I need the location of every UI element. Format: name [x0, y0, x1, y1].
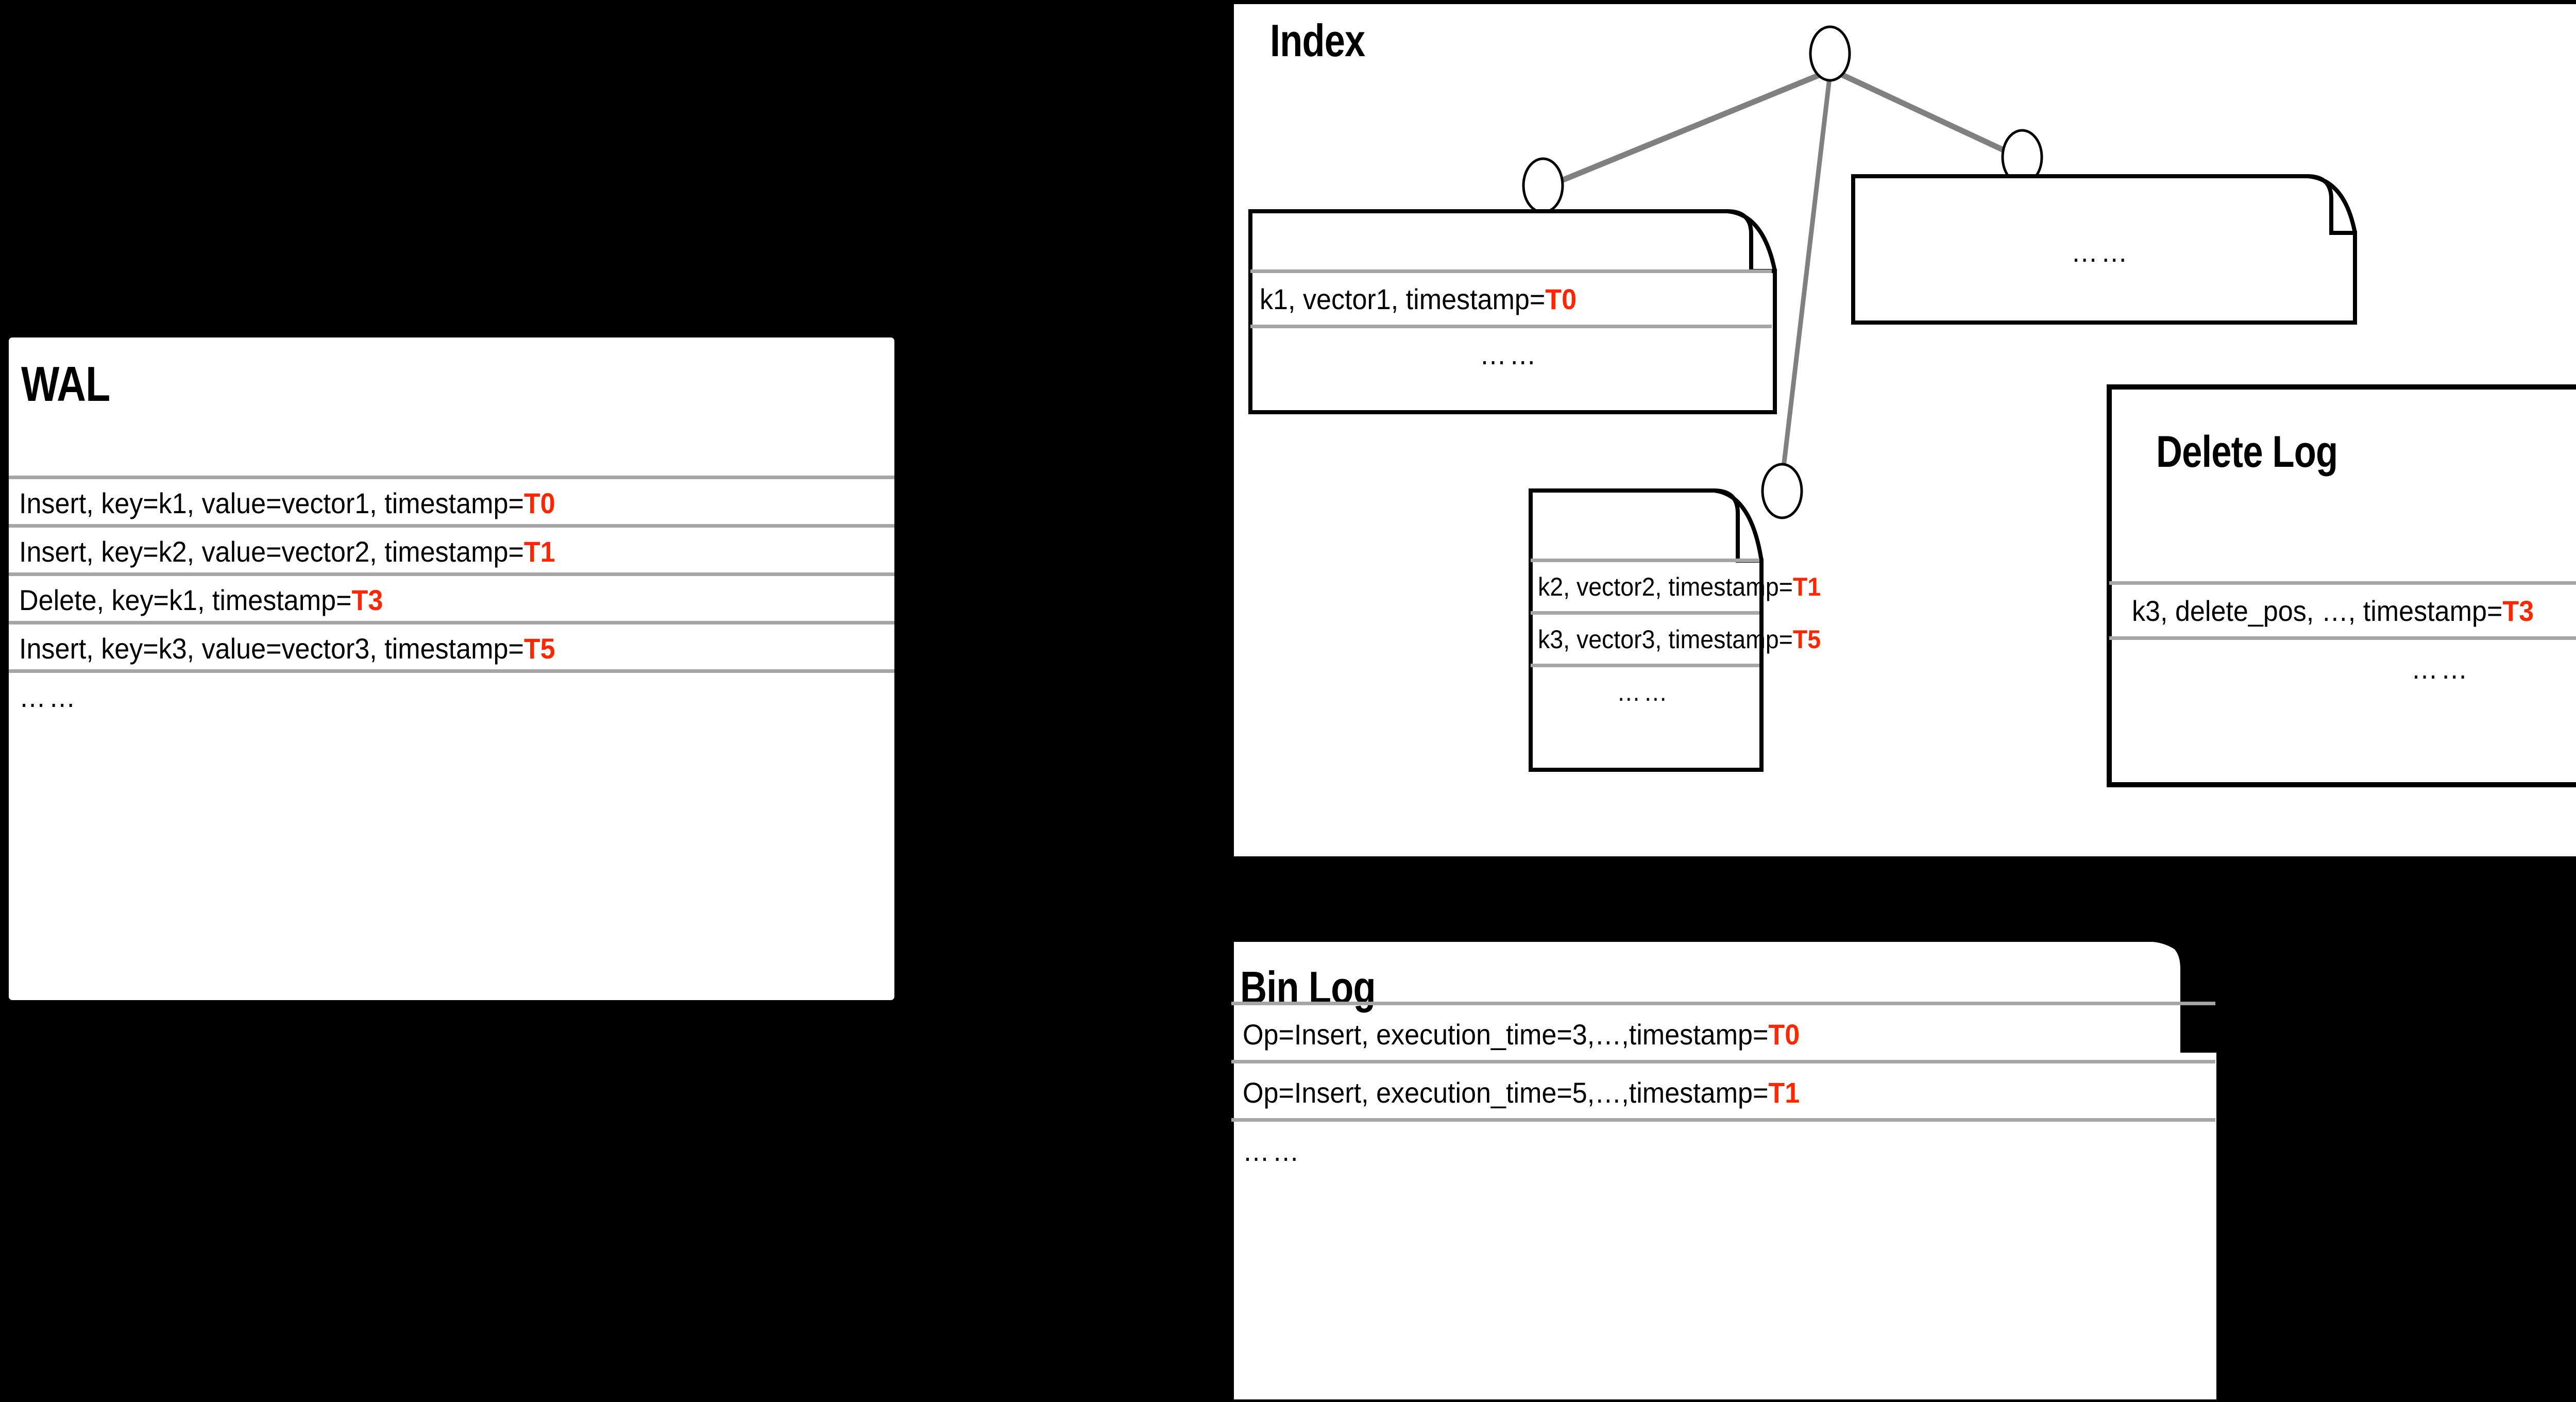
- wal-divider: [9, 476, 894, 479]
- wal-row-text: Insert, key=k3, value=vector3, timestamp…: [19, 632, 524, 665]
- bin-log-row-text: Op=Insert, execution_time=5,…,timestamp=: [1243, 1076, 1769, 1109]
- index-leaf-right-card: ……: [1851, 174, 2357, 325]
- wal-row-timestamp: T5: [523, 632, 555, 665]
- index-leaf-row-timestamp: T1: [1792, 572, 1821, 601]
- bin-log-row-timestamp: T0: [1768, 1018, 1800, 1051]
- index-leaf-row-timestamp: T0: [1545, 282, 1577, 315]
- index-leaf-row-text: k2, vector2, timestamp=: [1538, 572, 1793, 601]
- index-leaf-divider: [1531, 559, 1759, 562]
- wal-panel: WAL Insert, key=k1, value=vector1, times…: [5, 334, 898, 1004]
- index-leaf-row-text: k3, vector3, timestamp=: [1538, 624, 1793, 654]
- delete-log-row-timestamp: T3: [2502, 594, 2534, 627]
- wal-row-ellipsis: ……: [9, 673, 894, 720]
- bin-log-row-text: Op=Insert, execution_time=3,…,timestamp=: [1243, 1018, 1769, 1051]
- index-leaf-divider: [1250, 325, 1772, 328]
- wal-row-text: Delete, key=k1, timestamp=: [19, 583, 352, 616]
- index-panel: Index k1, vector1, timestamp=T0: [1234, 4, 2576, 856]
- wal-row-timestamp: T3: [351, 583, 383, 616]
- index-leaf-row-ellipsis: ……: [1250, 328, 1773, 380]
- index-leaf-row-ellipsis: ……: [1853, 231, 2353, 272]
- delete-log-divider: [2109, 636, 2576, 640]
- wal-row-text: Insert, key=k2, value=vector2, timestamp…: [19, 535, 524, 568]
- bin-log-card: Bin Log Op=Insert, execution_time=3,…,ti…: [1229, 937, 2222, 1402]
- bin-log-row-text: ……: [1243, 1134, 1302, 1167]
- bin-log-divider: [1231, 1002, 2215, 1005]
- wal-row-text: Insert, key=k1, value=vector1, timestamp…: [19, 486, 524, 519]
- index-leaf-k1-card: k1, vector1, timestamp=T0 ……: [1248, 209, 1777, 414]
- delete-log-row-text: k3, delete_pos, …, timestamp=: [2132, 594, 2503, 627]
- root-node-circle: [1809, 25, 1851, 82]
- delete-log-divider: [2109, 581, 2576, 585]
- index-leaf-divider: [1250, 269, 1772, 273]
- delete-log-card: Delete Log k3, delete_pos, …, timestamp=…: [2107, 384, 2576, 787]
- index-leaf-row: k2, vector2, timestamp=T1: [1531, 562, 1821, 611]
- index-leaf-row-text: k1, vector1, timestamp=: [1260, 282, 1546, 315]
- child-node-middle-circle: [1761, 463, 1803, 519]
- bin-log-row: Op=Insert, execution_time=5,…,timestamp=…: [1231, 1063, 2218, 1121]
- wal-row-text: ……: [19, 680, 79, 713]
- index-leaf-divider: [1531, 664, 1759, 667]
- bin-log-divider: [1231, 1060, 2215, 1063]
- wal-row: Delete, key=k1, timestamp=T3: [9, 576, 894, 623]
- index-leaf-k2k3-card: k2, vector2, timestamp=T1 k3, vector3, t…: [1529, 488, 1821, 772]
- wal-divider: [9, 524, 894, 528]
- bin-log-divider: [1231, 1118, 2215, 1122]
- index-leaf-row-timestamp: T5: [1792, 624, 1821, 654]
- bin-log-row-timestamp: T1: [1768, 1076, 1800, 1109]
- index-leaf-divider: [1531, 611, 1759, 615]
- delete-log-row-text: ……: [2411, 652, 2470, 685]
- index-leaf-row-ellipsis: ……: [1531, 667, 1760, 716]
- delete-log-title: Delete Log: [2156, 427, 2338, 477]
- wal-row-timestamp: T1: [523, 535, 555, 568]
- bin-log-row: Op=Insert, execution_time=3,…,timestamp=…: [1231, 1005, 2218, 1063]
- delete-log-row-ellipsis: ……: [2109, 640, 2576, 697]
- index-leaf-row: k3, vector3, timestamp=T5: [1531, 615, 1821, 664]
- wal-divider: [9, 572, 894, 576]
- wal-title: WAL: [21, 357, 110, 412]
- wal-row: Insert, key=k2, value=vector2, timestamp…: [9, 528, 894, 575]
- index-title: Index: [1270, 15, 1365, 66]
- wal-row: Insert, key=k3, value=vector3, timestamp…: [9, 624, 894, 672]
- wal-divider: [9, 669, 894, 673]
- index-leaf-row: k1, vector1, timestamp=T0: [1250, 273, 1773, 325]
- index-tree-edges: [1522, 25, 2043, 519]
- index-leaf-row-text: ……: [2071, 235, 2131, 268]
- child-node-left-circle: [1522, 157, 1564, 214]
- bin-log-row-ellipsis: ……: [1231, 1122, 2218, 1179]
- wal-divider: [9, 621, 894, 624]
- delete-log-row: k3, delete_pos, …, timestamp=T3: [2109, 585, 2576, 636]
- wal-row: Insert, key=k1, value=vector1, timestamp…: [9, 479, 894, 527]
- wal-row-timestamp: T0: [523, 486, 555, 519]
- index-leaf-row-text: ……: [1480, 337, 1539, 370]
- index-leaf-row-text: ……: [1617, 677, 1671, 706]
